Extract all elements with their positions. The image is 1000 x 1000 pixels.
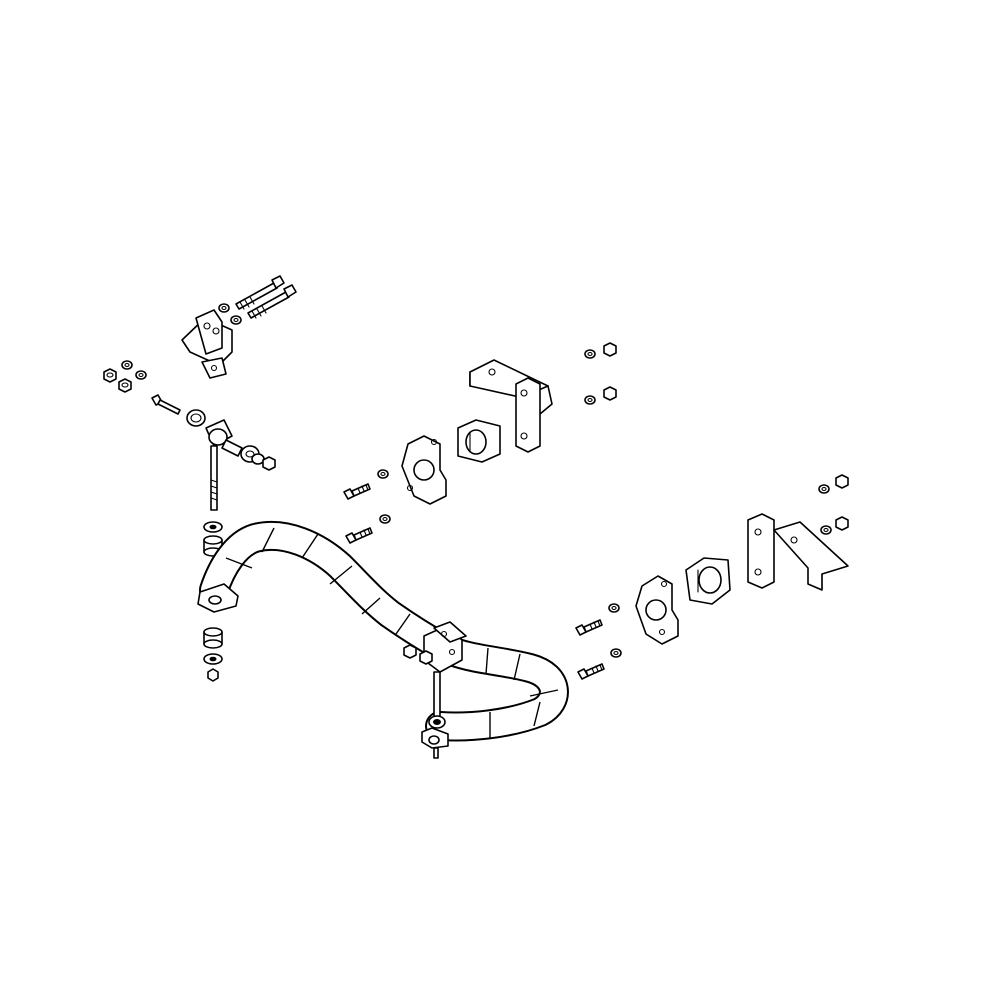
link-washer-2 bbox=[203, 653, 223, 665]
upper-bar-bushing bbox=[457, 419, 501, 463]
upper-left-mount-bracket bbox=[181, 309, 233, 379]
bracket-washers bbox=[218, 303, 242, 325]
lower-clamp-washers bbox=[608, 603, 622, 658]
link-washer-1 bbox=[203, 521, 223, 533]
upper-bar-clamp bbox=[401, 435, 447, 505]
upper-clamp-bolt-2 bbox=[345, 527, 373, 544]
sway-bar-left-end-eye bbox=[197, 583, 239, 613]
end-link-bolt bbox=[151, 394, 181, 415]
lower-bar-clamp bbox=[635, 575, 679, 645]
link-bushing-2 bbox=[203, 627, 223, 649]
upper-frame-bracket bbox=[469, 359, 553, 453]
lower-clamp-bolt-1 bbox=[575, 619, 603, 636]
center-link-nut-2 bbox=[419, 650, 433, 665]
lower-frame-bracket bbox=[747, 513, 849, 591]
lower-right-nuts-washers bbox=[818, 474, 849, 535]
upper-clamp-bolt-1 bbox=[343, 483, 371, 500]
end-link-bushing-upper bbox=[186, 409, 206, 427]
sway-bar bbox=[199, 520, 569, 742]
center-link-nut-1 bbox=[403, 644, 417, 659]
end-link-washer-nut bbox=[251, 453, 276, 471]
center-link-bracket bbox=[423, 621, 467, 673]
center-link-lower-bushing bbox=[428, 715, 446, 729]
left-nuts-washers bbox=[103, 360, 147, 393]
bracket-long-bolt-2 bbox=[247, 284, 297, 319]
end-link-sleeve bbox=[221, 439, 243, 457]
bracket-long-bolt-1 bbox=[235, 275, 285, 310]
end-link-rod bbox=[210, 445, 218, 511]
upper-clamp-washers bbox=[377, 469, 391, 524]
lower-bar-bushing bbox=[685, 557, 731, 605]
center-link-lower-eye bbox=[421, 727, 449, 759]
upper-right-nuts-washers bbox=[584, 342, 617, 405]
center-link-rod bbox=[433, 671, 441, 719]
lower-clamp-bolt-2 bbox=[577, 663, 605, 680]
link-nut bbox=[207, 668, 219, 682]
